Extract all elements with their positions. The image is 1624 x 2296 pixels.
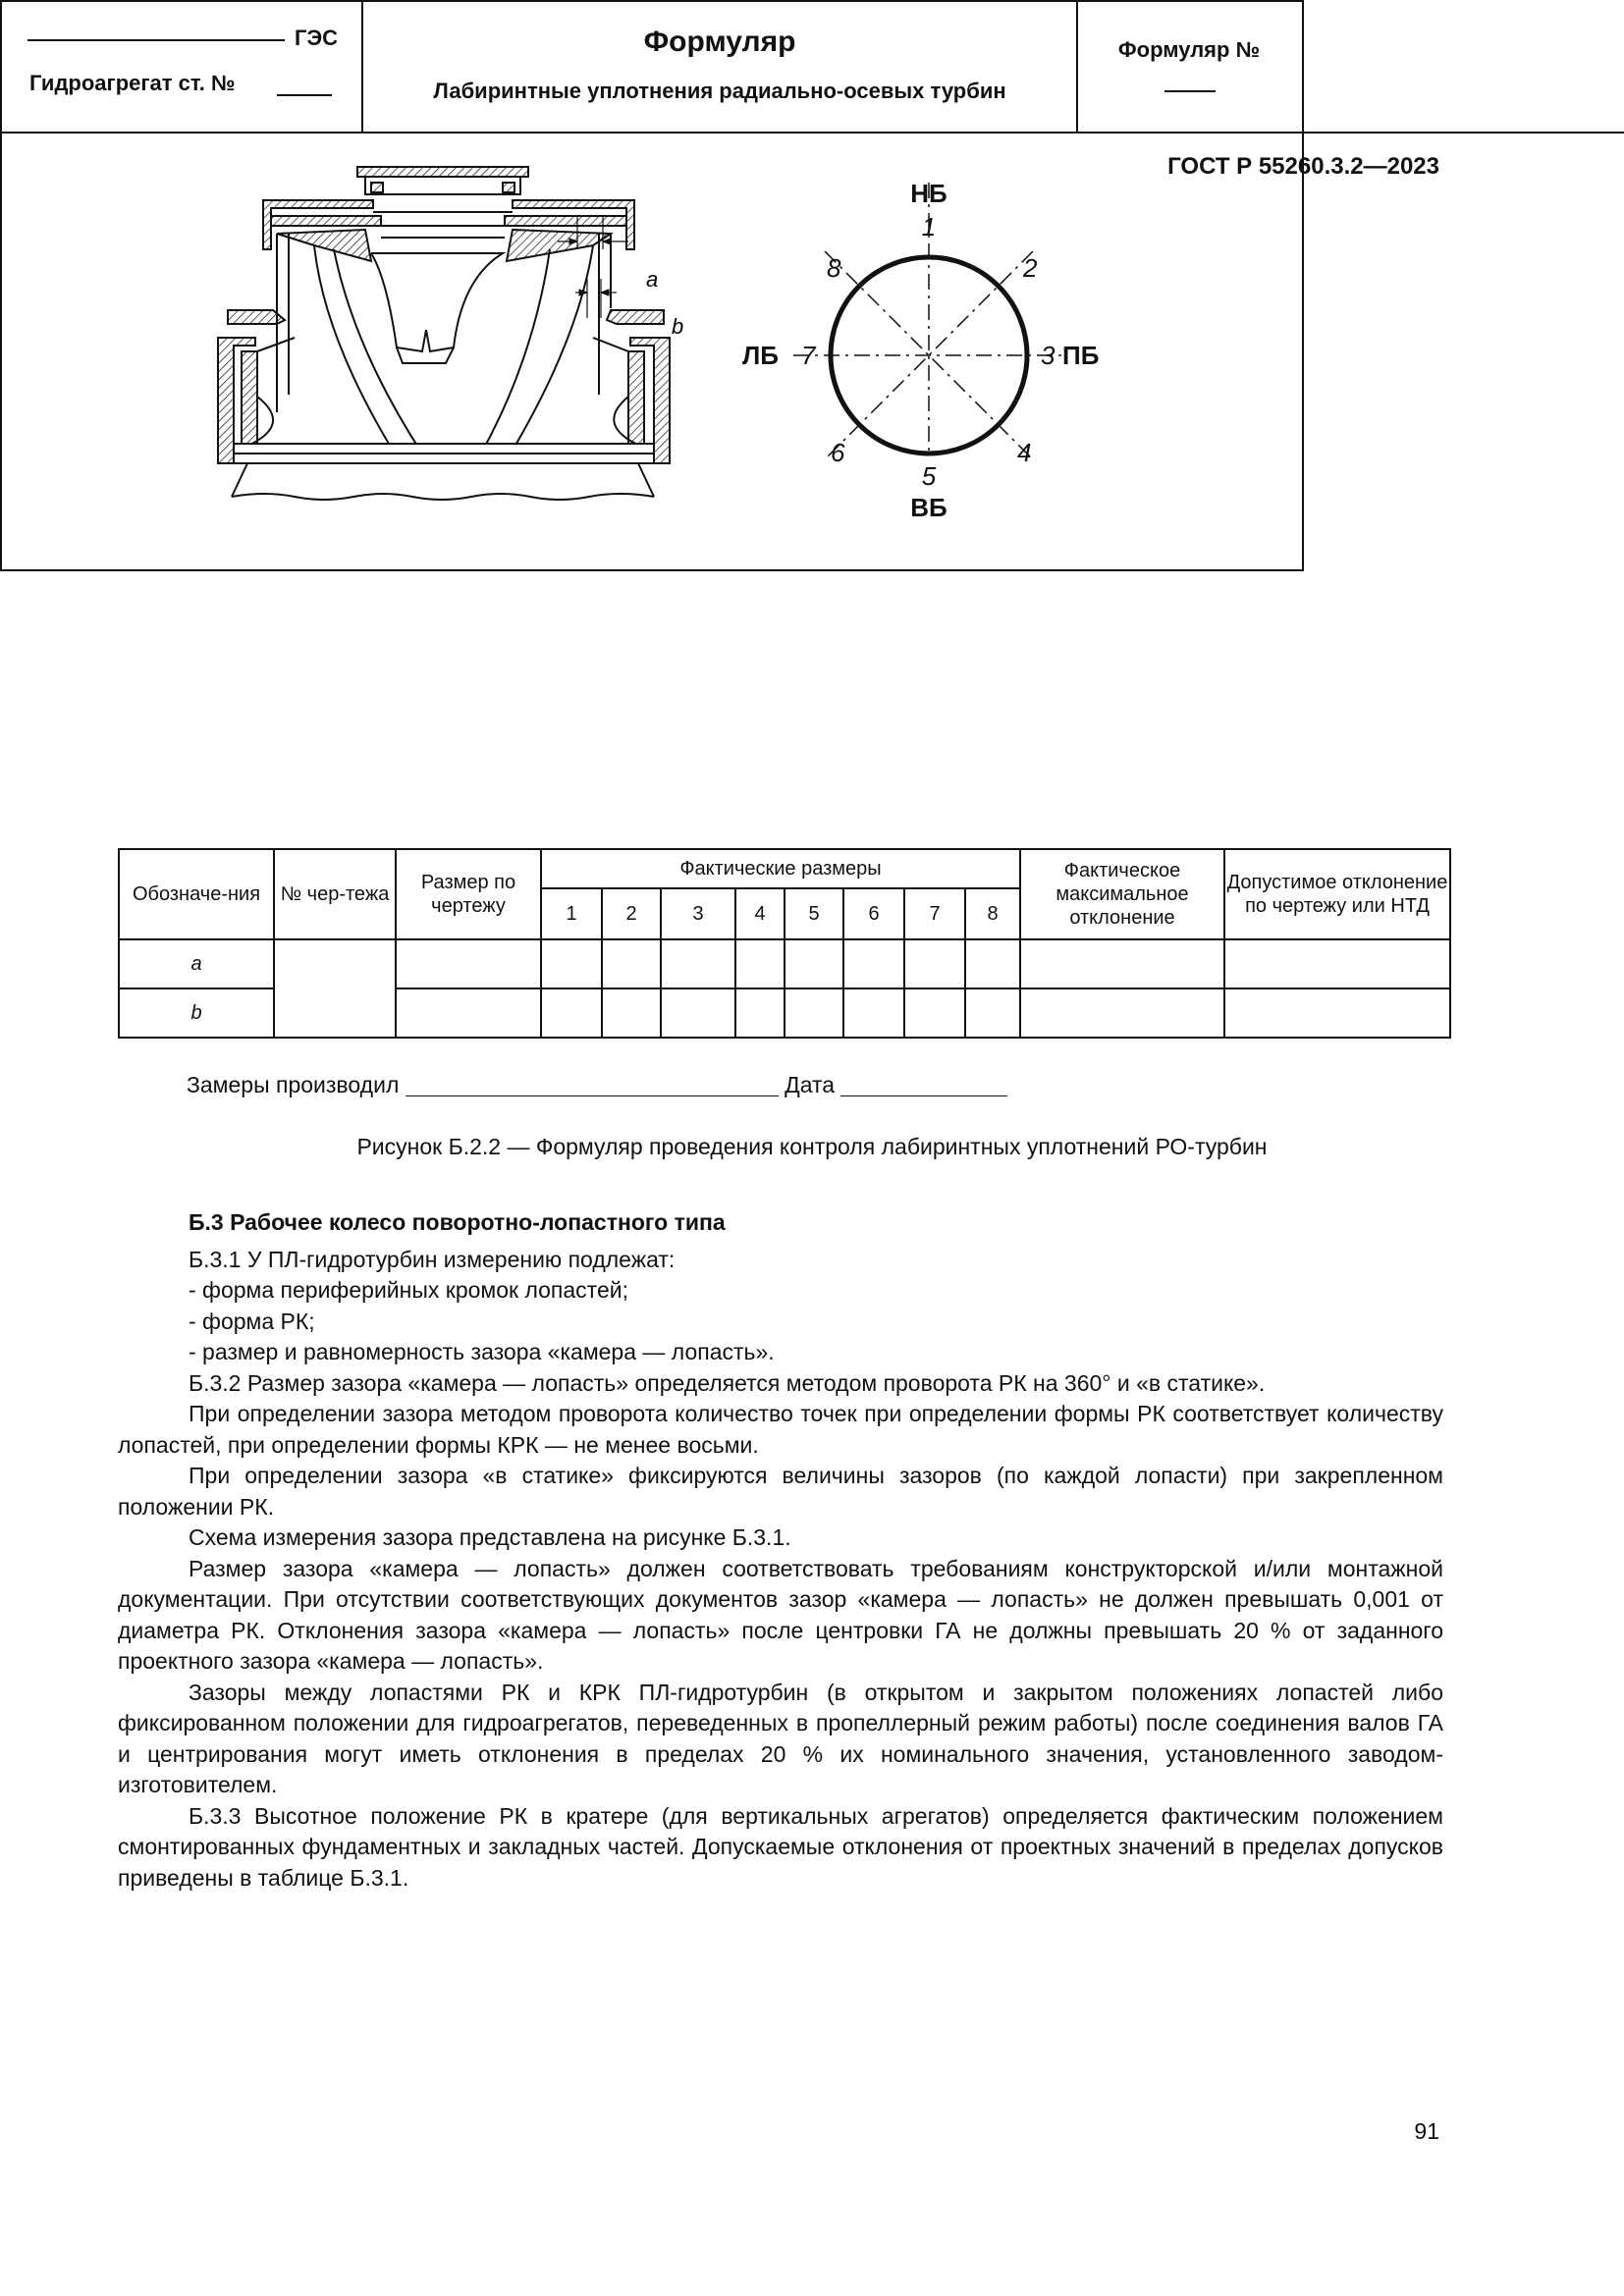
section-heading: Б.3 Рабочее колесо поворотно-лопастного … xyxy=(189,1209,726,1235)
form-header-station: ГЭС Гидроагрегат ст. № xyxy=(0,0,363,132)
paragraph: Б.3.2 Размер зазора «камера — лопасть» о… xyxy=(189,1369,1266,1396)
table-cell xyxy=(540,938,603,989)
right-direction-label: ПБ xyxy=(1062,341,1099,370)
table-cell xyxy=(964,988,1021,1039)
dim-a-label: a xyxy=(646,267,658,292)
form-header-number: Формуляр № xyxy=(1078,0,1300,132)
table-cell xyxy=(395,938,542,989)
date-blank xyxy=(840,1095,1008,1096)
table-cell xyxy=(784,988,844,1039)
row-b-designation: b xyxy=(118,988,275,1039)
drawing-cell xyxy=(273,938,397,1039)
list-item: - форма периферийных кромок лопастей; xyxy=(189,1277,628,1303)
measurement-point-circle xyxy=(793,183,1064,460)
form-frame: ГЭС Гидроагрегат ст. № Формуляр Лабиринт… xyxy=(0,0,1624,571)
top-direction-label: НБ xyxy=(910,179,947,208)
col-actual-header: Фактические размеры xyxy=(540,848,1021,889)
form-subtitle: Лабиринтные уплотнения радиально-осевых … xyxy=(433,79,1006,103)
table-cell xyxy=(1019,938,1225,989)
actual-col-6: 6 xyxy=(842,887,905,940)
measured-by-label: Замеры производил xyxy=(187,1072,400,1097)
table-cell xyxy=(601,938,662,989)
seal-figure: a b НБ 1 2 3 ПБ 4 5 ВБ 6 7 ЛБ xyxy=(217,166,1099,522)
page-number: 91 xyxy=(1414,2118,1439,2144)
actual-col-7: 7 xyxy=(903,887,966,940)
station-name-blank xyxy=(27,39,285,41)
paragraph: Б.3.1 У ПЛ-гидротурбин измерению подлежа… xyxy=(189,1246,676,1272)
form-title: Формуляр xyxy=(643,26,796,58)
paragraph: Зазоры между лопастями РК и КРК ПЛ-гидро… xyxy=(118,1679,1443,1798)
measured-by-blank xyxy=(405,1095,779,1096)
paragraph: Размер зазора «камера — лопасть» должен … xyxy=(118,1555,1443,1675)
figure-caption: Рисунок Б.2.2 — Формуляр проведения конт… xyxy=(356,1134,1268,1159)
point-2-label: 2 xyxy=(1022,253,1038,283)
unit-number-blank xyxy=(277,94,332,96)
table-cell xyxy=(842,938,905,989)
table-cell xyxy=(734,988,785,1039)
table-cell xyxy=(660,938,736,989)
form-number-label: Формуляр № xyxy=(1117,37,1261,62)
left-direction-label: ЛБ xyxy=(742,341,779,370)
ges-label: ГЭС xyxy=(295,26,339,50)
table-cell xyxy=(660,988,736,1039)
dim-b-label: b xyxy=(672,314,683,339)
table-cell xyxy=(903,988,966,1039)
col-allowed-deviation-header: Допустимое отклонение по чертежу или НТД xyxy=(1223,848,1451,940)
signature-line: Замеры производил Дата xyxy=(187,1072,1008,1098)
actual-col-1: 1 xyxy=(540,887,603,940)
col-max-deviation-header: Фактическое максимальное отклонение xyxy=(1019,848,1225,940)
table-cell xyxy=(842,988,905,1039)
paragraph: При определении зазора методом проворота… xyxy=(118,1401,1443,1458)
measurement-table: Обозначе-ния № чер-тежа Размер по чертеж… xyxy=(118,848,1451,1039)
point-8-label: 8 xyxy=(827,253,841,283)
table-cell xyxy=(734,938,785,989)
point-6-label: 6 xyxy=(831,438,845,467)
point-1-label: 1 xyxy=(922,212,936,241)
point-4-label: 4 xyxy=(1017,438,1031,467)
document-code: ГОСТ Р 55260.3.2—2023 xyxy=(1167,153,1439,180)
date-label: Дата xyxy=(785,1072,836,1097)
actual-col-8: 8 xyxy=(964,887,1021,940)
paragraph: Б.3.3 Высотное положение РК в кратере (д… xyxy=(118,1802,1443,1891)
paragraph: Схема измерения зазора представлена на р… xyxy=(189,1524,791,1550)
table-cell xyxy=(1223,988,1451,1039)
form-header-title: Формуляр Лабиринтные уплотнения радиальн… xyxy=(363,0,1078,132)
point-5-label: 5 xyxy=(922,461,937,491)
figure-area: a b НБ 1 2 3 ПБ 4 5 ВБ 6 7 ЛБ xyxy=(0,132,1624,567)
turbine-section-drawing xyxy=(217,166,671,501)
table-row: a xyxy=(118,938,1451,1039)
table-cell xyxy=(784,938,844,989)
table-cell xyxy=(395,988,542,1039)
table-cell xyxy=(1223,938,1451,989)
point-3-label: 3 xyxy=(1041,341,1056,370)
actual-col-4: 4 xyxy=(734,887,785,940)
table-cell xyxy=(964,938,1021,989)
col-drawing-header: № чер-тежа xyxy=(273,848,397,940)
table-cell xyxy=(601,988,662,1039)
col-designation-header: Обозначе-ния xyxy=(118,848,275,940)
paragraph: При определении зазора «в статике» фикси… xyxy=(118,1463,1443,1520)
actual-col-2: 2 xyxy=(601,887,662,940)
table-cell xyxy=(540,988,603,1039)
list-item: - размер и равномерность зазора «камера … xyxy=(189,1339,775,1364)
row-a-designation: a xyxy=(118,938,275,989)
col-size-header: Размер по чертежу xyxy=(395,848,542,940)
section-b3: Б.3 Рабочее колесо поворотно-лопастного … xyxy=(118,1207,1443,1894)
unit-label: Гидроагрегат ст. № xyxy=(29,71,236,95)
actual-col-5: 5 xyxy=(784,887,844,940)
bottom-direction-label: ВБ xyxy=(910,493,947,522)
point-7-label: 7 xyxy=(801,341,817,370)
form-header: ГЭС Гидроагрегат ст. № Формуляр Лабиринт… xyxy=(0,0,1624,133)
table-cell xyxy=(903,938,966,989)
form-number-blank xyxy=(1164,90,1216,92)
table-cell xyxy=(1019,988,1225,1039)
actual-col-3: 3 xyxy=(660,887,736,940)
table-row: b xyxy=(118,988,1451,1039)
list-item: - форма РК; xyxy=(189,1308,315,1334)
